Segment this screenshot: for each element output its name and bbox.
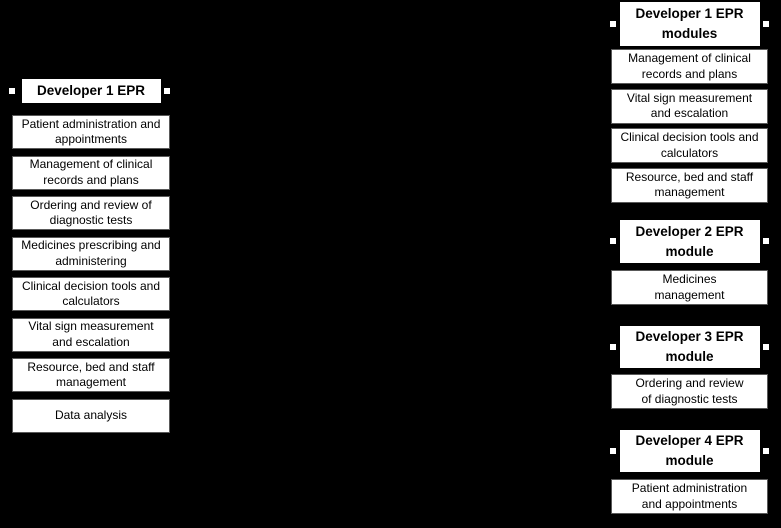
module-box-clinical-records: Management of clinical records and plans bbox=[611, 49, 768, 84]
connector-stub bbox=[9, 88, 15, 94]
developer-4-epr-module-group: Developer 4 EPR module Patient administr… bbox=[611, 430, 768, 519]
group-header-developer-2-module: Developer 2 EPR module bbox=[619, 220, 760, 263]
group-header-developer-1-epr: Developer 1 EPR bbox=[21, 79, 161, 103]
developer-1-epr-modules-group: Developer 1 EPR modules Management of cl… bbox=[611, 2, 768, 207]
connector-stub bbox=[164, 88, 170, 94]
module-box-patient-administration: Patient administration and appointments bbox=[12, 115, 170, 149]
connector-stub bbox=[610, 238, 616, 244]
group-header-developer-3-module: Developer 3 EPR module bbox=[619, 326, 760, 368]
module-box-resource-bed-staff: Resource, bed and staff management bbox=[12, 358, 170, 392]
module-box-medicines-prescribing: Medicines prescribing and administering bbox=[12, 236, 170, 271]
connector-stub bbox=[610, 21, 616, 27]
connector-stub bbox=[763, 448, 769, 454]
module-box-vital-signs: Vital sign measurement and escalation bbox=[611, 88, 768, 124]
module-box-resource-bed-staff: Resource, bed and staff management bbox=[611, 167, 768, 203]
connector-stub bbox=[610, 448, 616, 454]
module-box-clinical-records: Management of clinical records and plans bbox=[12, 155, 170, 190]
connector-stub bbox=[763, 21, 769, 27]
group-header-developer-4-module: Developer 4 EPR module bbox=[619, 430, 760, 472]
module-box-diagnostic-tests: Ordering and review of diagnostic tests bbox=[611, 374, 768, 409]
module-box-patient-administration: Patient administration and appointments bbox=[611, 479, 768, 514]
module-box-clinical-decision-tools: Clinical decision tools and calculators bbox=[611, 128, 768, 163]
module-box-clinical-decision-tools: Clinical decision tools and calculators bbox=[12, 277, 170, 311]
group-header-developer-1-modules: Developer 1 EPR modules bbox=[619, 2, 760, 46]
module-box-diagnostic-tests: Ordering and review of diagnostic tests bbox=[12, 196, 170, 230]
module-box-medicines-management: Medicines management bbox=[611, 270, 768, 305]
module-box-data-analysis: Data analysis bbox=[12, 398, 170, 433]
developer-2-epr-module-group: Developer 2 EPR module Medicines managem… bbox=[611, 220, 768, 310]
developer-3-epr-module-group: Developer 3 EPR module Ordering and revi… bbox=[611, 326, 768, 414]
developer-1-epr-group: Developer 1 EPR Patient administration a… bbox=[12, 79, 170, 439]
connector-stub bbox=[610, 344, 616, 350]
connector-stub bbox=[763, 344, 769, 350]
connector-stub bbox=[763, 238, 769, 244]
module-box-vital-signs: Vital sign measurement and escalation bbox=[12, 317, 170, 352]
